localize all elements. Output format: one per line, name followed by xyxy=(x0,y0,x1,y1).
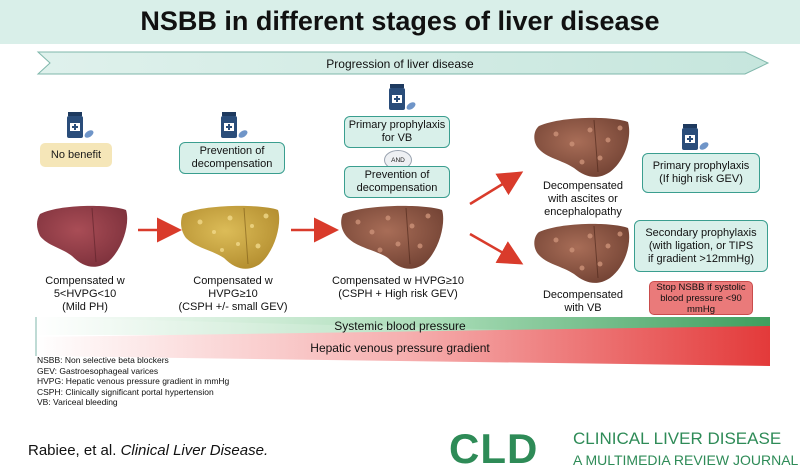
stop-nsbb-warning: Stop NSBB if systolic blood pressure <90… xyxy=(649,281,753,315)
liver-decompensated-ascites xyxy=(534,117,630,177)
prevention-box-2: Prevention of decompensation xyxy=(344,166,450,198)
medicine-icon xyxy=(67,112,94,138)
arrow-to-vb xyxy=(469,232,524,265)
abbreviation-item: HVPG: Hepatic venous pressure gradient i… xyxy=(37,376,230,386)
secondary-prophylaxis-line: if gradient >12mmHg) xyxy=(647,252,755,265)
stage1-caption: Compensated w 5<HVPG<10 (Mild PH) xyxy=(20,275,150,314)
ascites-caption-line: Decompensated xyxy=(542,180,624,192)
hvpg-gradient xyxy=(36,326,770,366)
progression-arrow xyxy=(36,51,770,75)
title-bar xyxy=(0,0,800,44)
liver-decompensated-vb xyxy=(534,223,630,283)
arrow-to-ascites xyxy=(469,171,524,206)
cld-logo-line1: CLINICAL LIVER DISEASE xyxy=(573,429,782,448)
primary-prophylaxis-vb-box: Primary prophylaxis for VB xyxy=(344,116,450,148)
cld-logo-line2: A MULTIMEDIA REVIEW JOURNAL xyxy=(573,452,799,468)
abbreviation-list: NSBB: Non selective beta blockers GEV: G… xyxy=(37,355,229,408)
ascites-caption: Decompensated with ascites or encephalop… xyxy=(524,180,642,219)
stage1-caption-line: (Mild PH) xyxy=(62,301,108,313)
stage1-caption-line: Compensated w xyxy=(45,275,125,287)
and-label: AND xyxy=(391,156,405,164)
vb-caption-line: with VB xyxy=(564,302,602,314)
no-benefit-box: No benefit xyxy=(40,143,112,167)
liver-cirrhotic xyxy=(341,205,444,269)
primary-prophylaxis-line: Primary prophylaxis xyxy=(652,160,750,172)
stage2-caption-line: Compensated w HVPG≥10 xyxy=(193,275,273,300)
stage3-caption-line: (CSPH + High risk GEV) xyxy=(338,288,458,300)
vb-caption: Decompensated with VB xyxy=(524,289,642,315)
progression-label: Progression of liver disease xyxy=(326,57,474,71)
secondary-prophylaxis-line: (with ligation, or TIPS xyxy=(648,239,754,252)
stage3-caption: Compensated w HVPG≥10 (CSPH + High risk … xyxy=(328,275,468,301)
abbreviation-item: VB: Variceal bleeding xyxy=(37,397,118,407)
liver-healthy xyxy=(37,205,128,267)
citation-journal: Clinical Liver Disease. xyxy=(120,442,269,459)
citation: Rabiee, et al. Clinical Liver Disease. xyxy=(28,442,268,459)
primary-prophylaxis-box: Primary prophylaxis (If high risk GEV) xyxy=(642,153,760,193)
medicine-icon xyxy=(682,124,709,150)
stage3-caption-line: Compensated w HVPG≥10 xyxy=(332,275,464,287)
page-title: NSBB in different stages of liver diseas… xyxy=(140,6,660,36)
prevention-box: Prevention of decompensation xyxy=(179,142,285,174)
prevention-label: Prevention of decompensation xyxy=(191,145,273,170)
primary-prophylaxis-vb-label: Primary prophylaxis for VB xyxy=(348,119,446,144)
hvpg-label: Hepatic venous pressure gradient xyxy=(310,341,490,355)
cld-logo: CLD xyxy=(449,425,539,472)
abbreviation-item: CSPH: Clinically significant portal hype… xyxy=(37,386,214,397)
stop-nsbb-line: mmHg xyxy=(687,303,715,315)
secondary-prophylaxis-line: Secondary prophylaxis xyxy=(645,226,757,239)
fat-droplets xyxy=(197,213,269,252)
systemic-bp-label: Systemic blood pressure xyxy=(334,319,466,333)
primary-prophylaxis-line: (If high risk GEV) xyxy=(659,173,743,185)
vb-caption-line: Decompensated xyxy=(542,289,624,301)
stage1-caption-line: 5<HVPG<10 xyxy=(53,288,117,300)
liver-fatty xyxy=(181,205,280,269)
stage2-caption: Compensated w HVPG≥10 (CSPH +/- small GE… xyxy=(168,275,298,314)
cirrhotic-nodules xyxy=(355,125,623,271)
ascites-caption-line: encephalopathy xyxy=(544,206,622,218)
no-benefit-label: No benefit xyxy=(50,149,102,161)
secondary-prophylaxis-box: Secondary prophylaxis (with ligation, or… xyxy=(634,220,768,272)
citation-authors: Rabiee, et al. xyxy=(28,442,117,459)
abbreviation-item: NSBB: Non selective beta blockers xyxy=(37,355,169,365)
medicine-icon xyxy=(389,84,416,110)
prevention-label-2: Prevention of decompensation xyxy=(356,169,438,194)
medicine-icon xyxy=(221,112,248,138)
ascites-caption-line: with ascites or xyxy=(548,193,618,205)
stop-nsbb-line: blood pressure <90 xyxy=(660,292,742,304)
stop-nsbb-line: Stop NSBB if systolic xyxy=(656,281,746,293)
abbreviation-item: GEV: Gastroesophageal varices xyxy=(37,365,159,376)
stage2-caption-line: (CSPH +/- small GEV) xyxy=(178,301,288,313)
